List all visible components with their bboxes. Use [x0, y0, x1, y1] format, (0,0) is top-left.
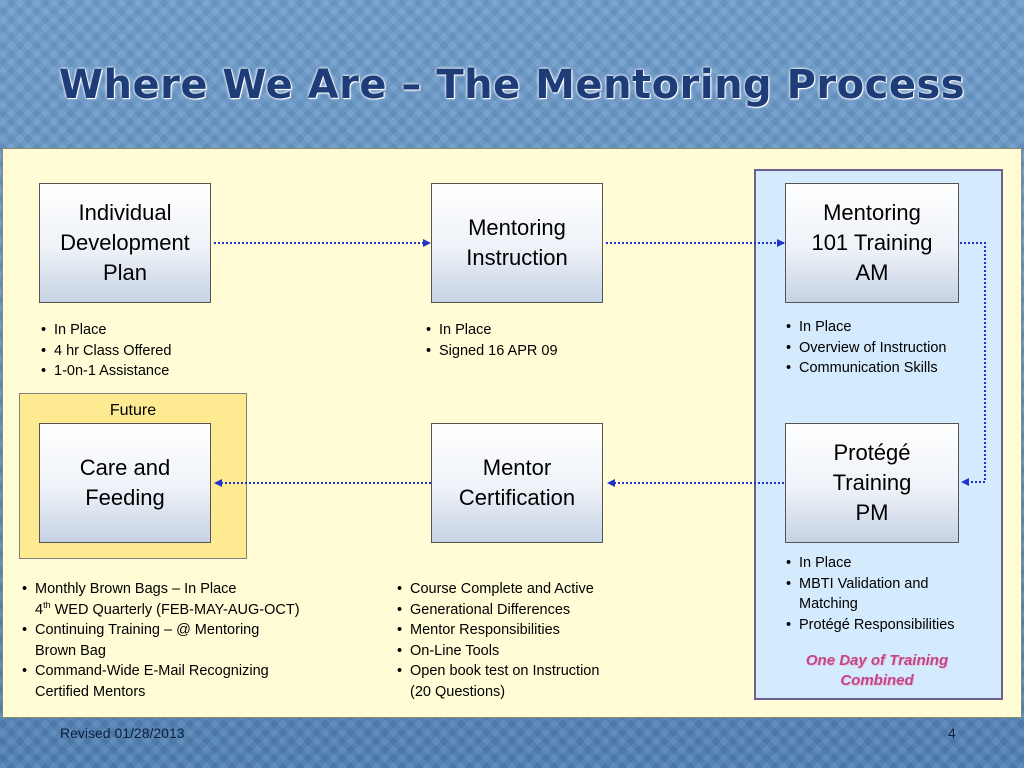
list-item: In Place — [786, 553, 955, 574]
list-item-continuation: Certified Mentors — [35, 683, 146, 700]
care-bullets: Monthly Brown Bags – In Place 4th WED Qu… — [22, 579, 300, 702]
page-number: 4 — [948, 725, 956, 741]
list-item: Open book test on Instruction (20 Questio… — [397, 661, 599, 702]
list-item-line: Open book test on Instruction — [410, 663, 600, 679]
instruction-bullets: In Place Signed 16 APR 09 — [426, 320, 558, 361]
node-individual-development-plan: Individual Development Plan — [39, 183, 211, 303]
list-item: In Place — [426, 320, 558, 341]
list-item: In Place — [786, 317, 946, 338]
slide-title: Where We Are – The Mentoring Process — [58, 62, 966, 108]
list-item: Continuing Training – @ Mentoring Brown … — [22, 620, 300, 661]
list-item: Course Complete and Active — [397, 579, 599, 600]
node-protege-training: Protégé Training PM — [785, 423, 959, 543]
list-item: Monthly Brown Bags – In Place 4th WED Qu… — [22, 579, 300, 620]
list-item: Protégé Responsibilities — [786, 615, 955, 636]
list-item: In Place — [41, 320, 171, 341]
list-item: 4 hr Class Offered — [41, 341, 171, 362]
node-mentor-certification: Mentor Certification — [431, 423, 603, 543]
list-item: Communication Skills — [786, 358, 946, 379]
list-item-continuation: (20 Questions) — [410, 683, 506, 700]
combined-training-note: One Day of Training Combined — [805, 652, 949, 689]
list-item-continuation: Matching — [799, 596, 858, 612]
list-item-continuation: Brown Bag — [35, 642, 106, 659]
list-item-line: Command-Wide E-Mail Recognizing — [35, 663, 269, 679]
list-item-line: Monthly Brown Bags – In Place — [35, 581, 237, 597]
list-item: Mentor Responsibilities — [397, 620, 599, 641]
subline-text: WED Quarterly (FEB-MAY-AUG-OCT) — [50, 601, 300, 618]
arrow-m101-to-protege — [960, 242, 986, 486]
list-item: 1-0n-1 Assistance — [41, 361, 171, 382]
list-item: Overview of Instruction — [786, 338, 946, 359]
node-care-and-feeding: Care and Feeding — [39, 423, 211, 543]
certification-bullets: Course Complete and Active Generational … — [397, 579, 599, 702]
list-item-line: Continuing Training – @ Mentoring — [35, 622, 260, 638]
list-item-subline: 4th WED Quarterly (FEB-MAY-AUG-OCT) — [35, 600, 300, 621]
future-label: Future — [109, 402, 157, 419]
idp-bullets: In Place 4 hr Class Offered 1-0n-1 Assis… — [41, 320, 171, 382]
node-mentoring-instruction: Mentoring Instruction — [431, 183, 603, 303]
ordinal-number: 4 — [35, 601, 44, 618]
ordinal-suffix: th — [43, 599, 51, 610]
list-item-line: MBTI Validation and — [799, 575, 929, 592]
m101-bullets: In Place Overview of Instruction Communi… — [786, 317, 946, 379]
node-mentoring-101-training: Mentoring 101 Training AM — [785, 183, 959, 303]
revised-date: Revised 01/28/2013 — [60, 725, 185, 741]
list-item: Signed 16 APR 09 — [426, 341, 558, 362]
list-item: Command-Wide E-Mail Recognizing Certifie… — [22, 661, 300, 702]
list-item: On-Line Tools — [397, 641, 599, 662]
list-item: Generational Differences — [397, 600, 599, 621]
